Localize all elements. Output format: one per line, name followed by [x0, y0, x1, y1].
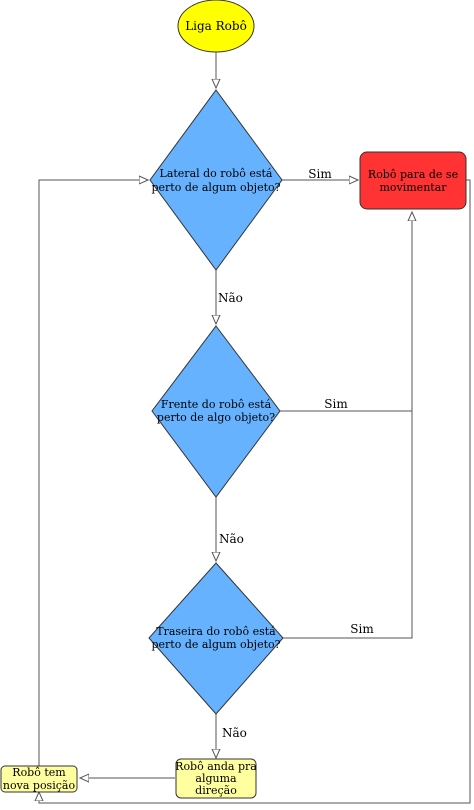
decision-side-diamond: [149, 89, 283, 271]
edge-label-side-yes: Sim: [308, 167, 332, 181]
edge-label-side-no: Não: [218, 291, 243, 305]
decision-side-line-1: Lateral do robô está: [160, 167, 273, 180]
move-line-3: direção: [195, 784, 237, 797]
start-label: Liga Robô: [185, 19, 247, 33]
new-position-line-1: Robô tem: [12, 766, 66, 779]
node-decision-side: Lateral do robô está perto de algum obje…: [149, 89, 283, 271]
edge-newpos-to-side: [38, 180, 148, 766]
decision-front-diamond: [151, 325, 281, 498]
node-decision-front: Frente do robô está perto de algo objeto…: [151, 325, 281, 498]
edges: [38, 52, 471, 804]
edge-stop-to-newpos: [39, 179, 471, 804]
move-line-1: Robô anda pra: [175, 760, 257, 773]
edge-label-front-yes: Sim: [324, 397, 348, 411]
start-ellipse: [177, 0, 255, 53]
edge-front-yes-to-stop: [280, 212, 412, 412]
edge-label-back-no: Não: [222, 726, 247, 740]
edge-label-back-yes: Sim: [350, 622, 374, 636]
node-start: Liga Robô: [177, 0, 255, 53]
decision-back-line-2: perto de algum objeto?: [151, 638, 280, 651]
new-position-line-2: nova posição: [3, 779, 76, 792]
edge-back-yes-to-stop: [283, 411, 413, 639]
stop-line-1: Robô para de se: [368, 168, 458, 181]
decision-back-line-1: Traseira do robô está: [156, 625, 276, 638]
decision-front-line-1: Frente do robô está: [161, 398, 272, 411]
stop-line-2: movimentar: [379, 181, 447, 194]
decision-back-diamond: [148, 562, 284, 715]
edge-label-front-no: Não: [219, 532, 244, 546]
node-move: Robô anda pra alguma direção: [175, 758, 257, 799]
node-stop: Robô para de se movimentar: [359, 151, 467, 210]
new-position-box: [0, 765, 78, 793]
node-new-position: Robô tem nova posição: [0, 765, 78, 793]
decision-front-line-2: perto de algo objeto?: [157, 411, 275, 424]
stop-box: [359, 151, 467, 210]
decision-side-line-2: perto de algum objeto?: [151, 181, 280, 194]
node-decision-back: Traseira do robô está perto de algum obj…: [148, 562, 284, 715]
move-line-2: alguma: [195, 772, 237, 785]
move-box: [175, 758, 257, 799]
